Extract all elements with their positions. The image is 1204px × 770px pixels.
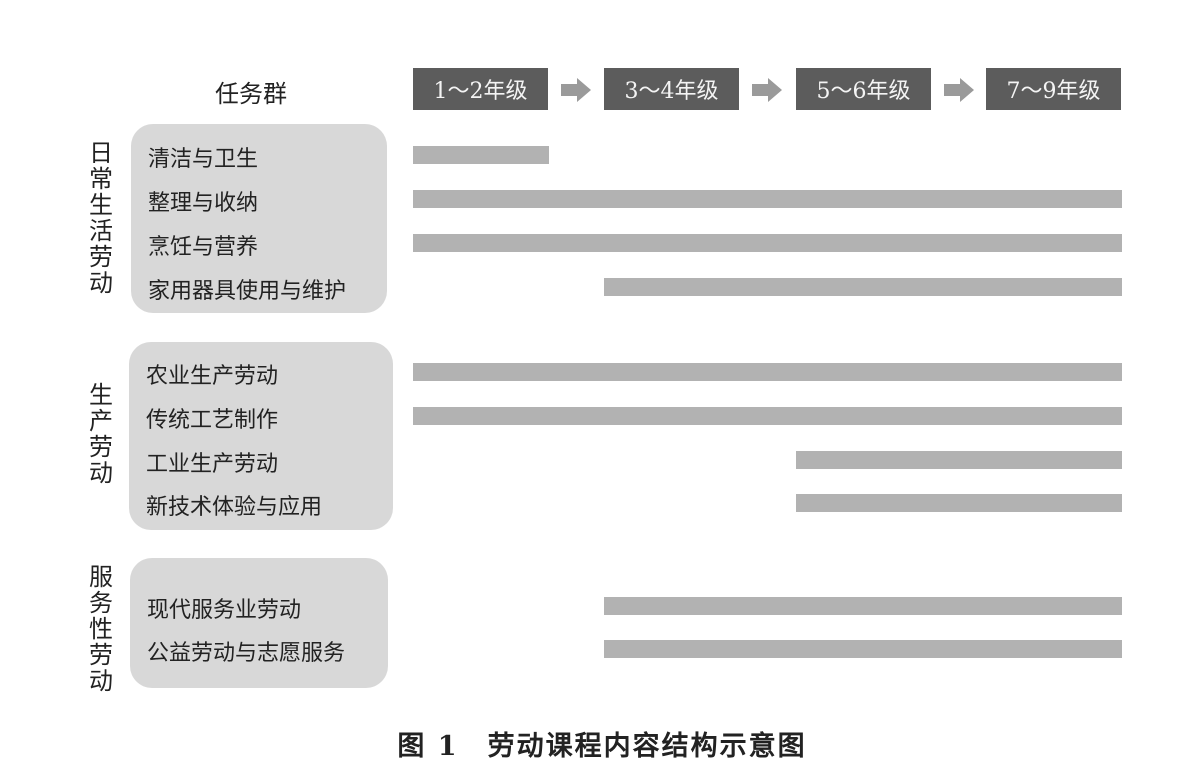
task-label: 传统工艺制作 — [146, 408, 279, 433]
task-group-header: 任务群 — [215, 80, 287, 108]
group-name-label: 日常生活劳动 — [89, 139, 113, 297]
grade-box: 7～9年级 — [986, 68, 1121, 110]
arrow-right-icon — [944, 78, 974, 102]
task-label: 现代服务业劳动 — [147, 598, 302, 623]
grade-span-bar — [796, 494, 1122, 512]
task-label: 整理与收纳 — [148, 191, 259, 216]
task-label: 新技术体验与应用 — [146, 495, 323, 520]
task-label: 工业生产劳动 — [146, 452, 279, 477]
grade-span-bar — [604, 640, 1122, 658]
task-label: 家用器具使用与维护 — [148, 279, 347, 304]
grade-box: 5～6年级 — [796, 68, 931, 110]
task-group-box — [129, 342, 393, 530]
task-label: 清洁与卫生 — [148, 147, 259, 172]
task-label: 公益劳动与志愿服务 — [147, 641, 346, 666]
grade-span-bar — [796, 451, 1122, 469]
grade-span-bar — [604, 597, 1122, 615]
arrow-right-icon — [561, 78, 591, 102]
grade-span-bar — [413, 363, 1122, 381]
arrow-right-icon — [752, 78, 782, 102]
grade-box: 1～2年级 — [413, 68, 548, 110]
grade-span-bar — [413, 190, 1122, 208]
figure-caption: 图 1 劳动课程内容结构示意图 — [397, 731, 807, 762]
group-name-label: 生产劳动 — [89, 381, 113, 487]
grade-box: 3～4年级 — [604, 68, 739, 110]
grade-span-bar — [413, 146, 549, 164]
task-label: 烹饪与营养 — [148, 235, 259, 260]
grade-span-bar — [604, 278, 1122, 296]
grade-span-bar — [413, 407, 1122, 425]
grade-span-bar — [413, 234, 1122, 252]
task-group-box — [130, 558, 388, 688]
task-group-box — [131, 124, 387, 313]
task-label: 农业生产劳动 — [146, 364, 279, 389]
group-name-label: 服务性劳动 — [89, 563, 113, 695]
